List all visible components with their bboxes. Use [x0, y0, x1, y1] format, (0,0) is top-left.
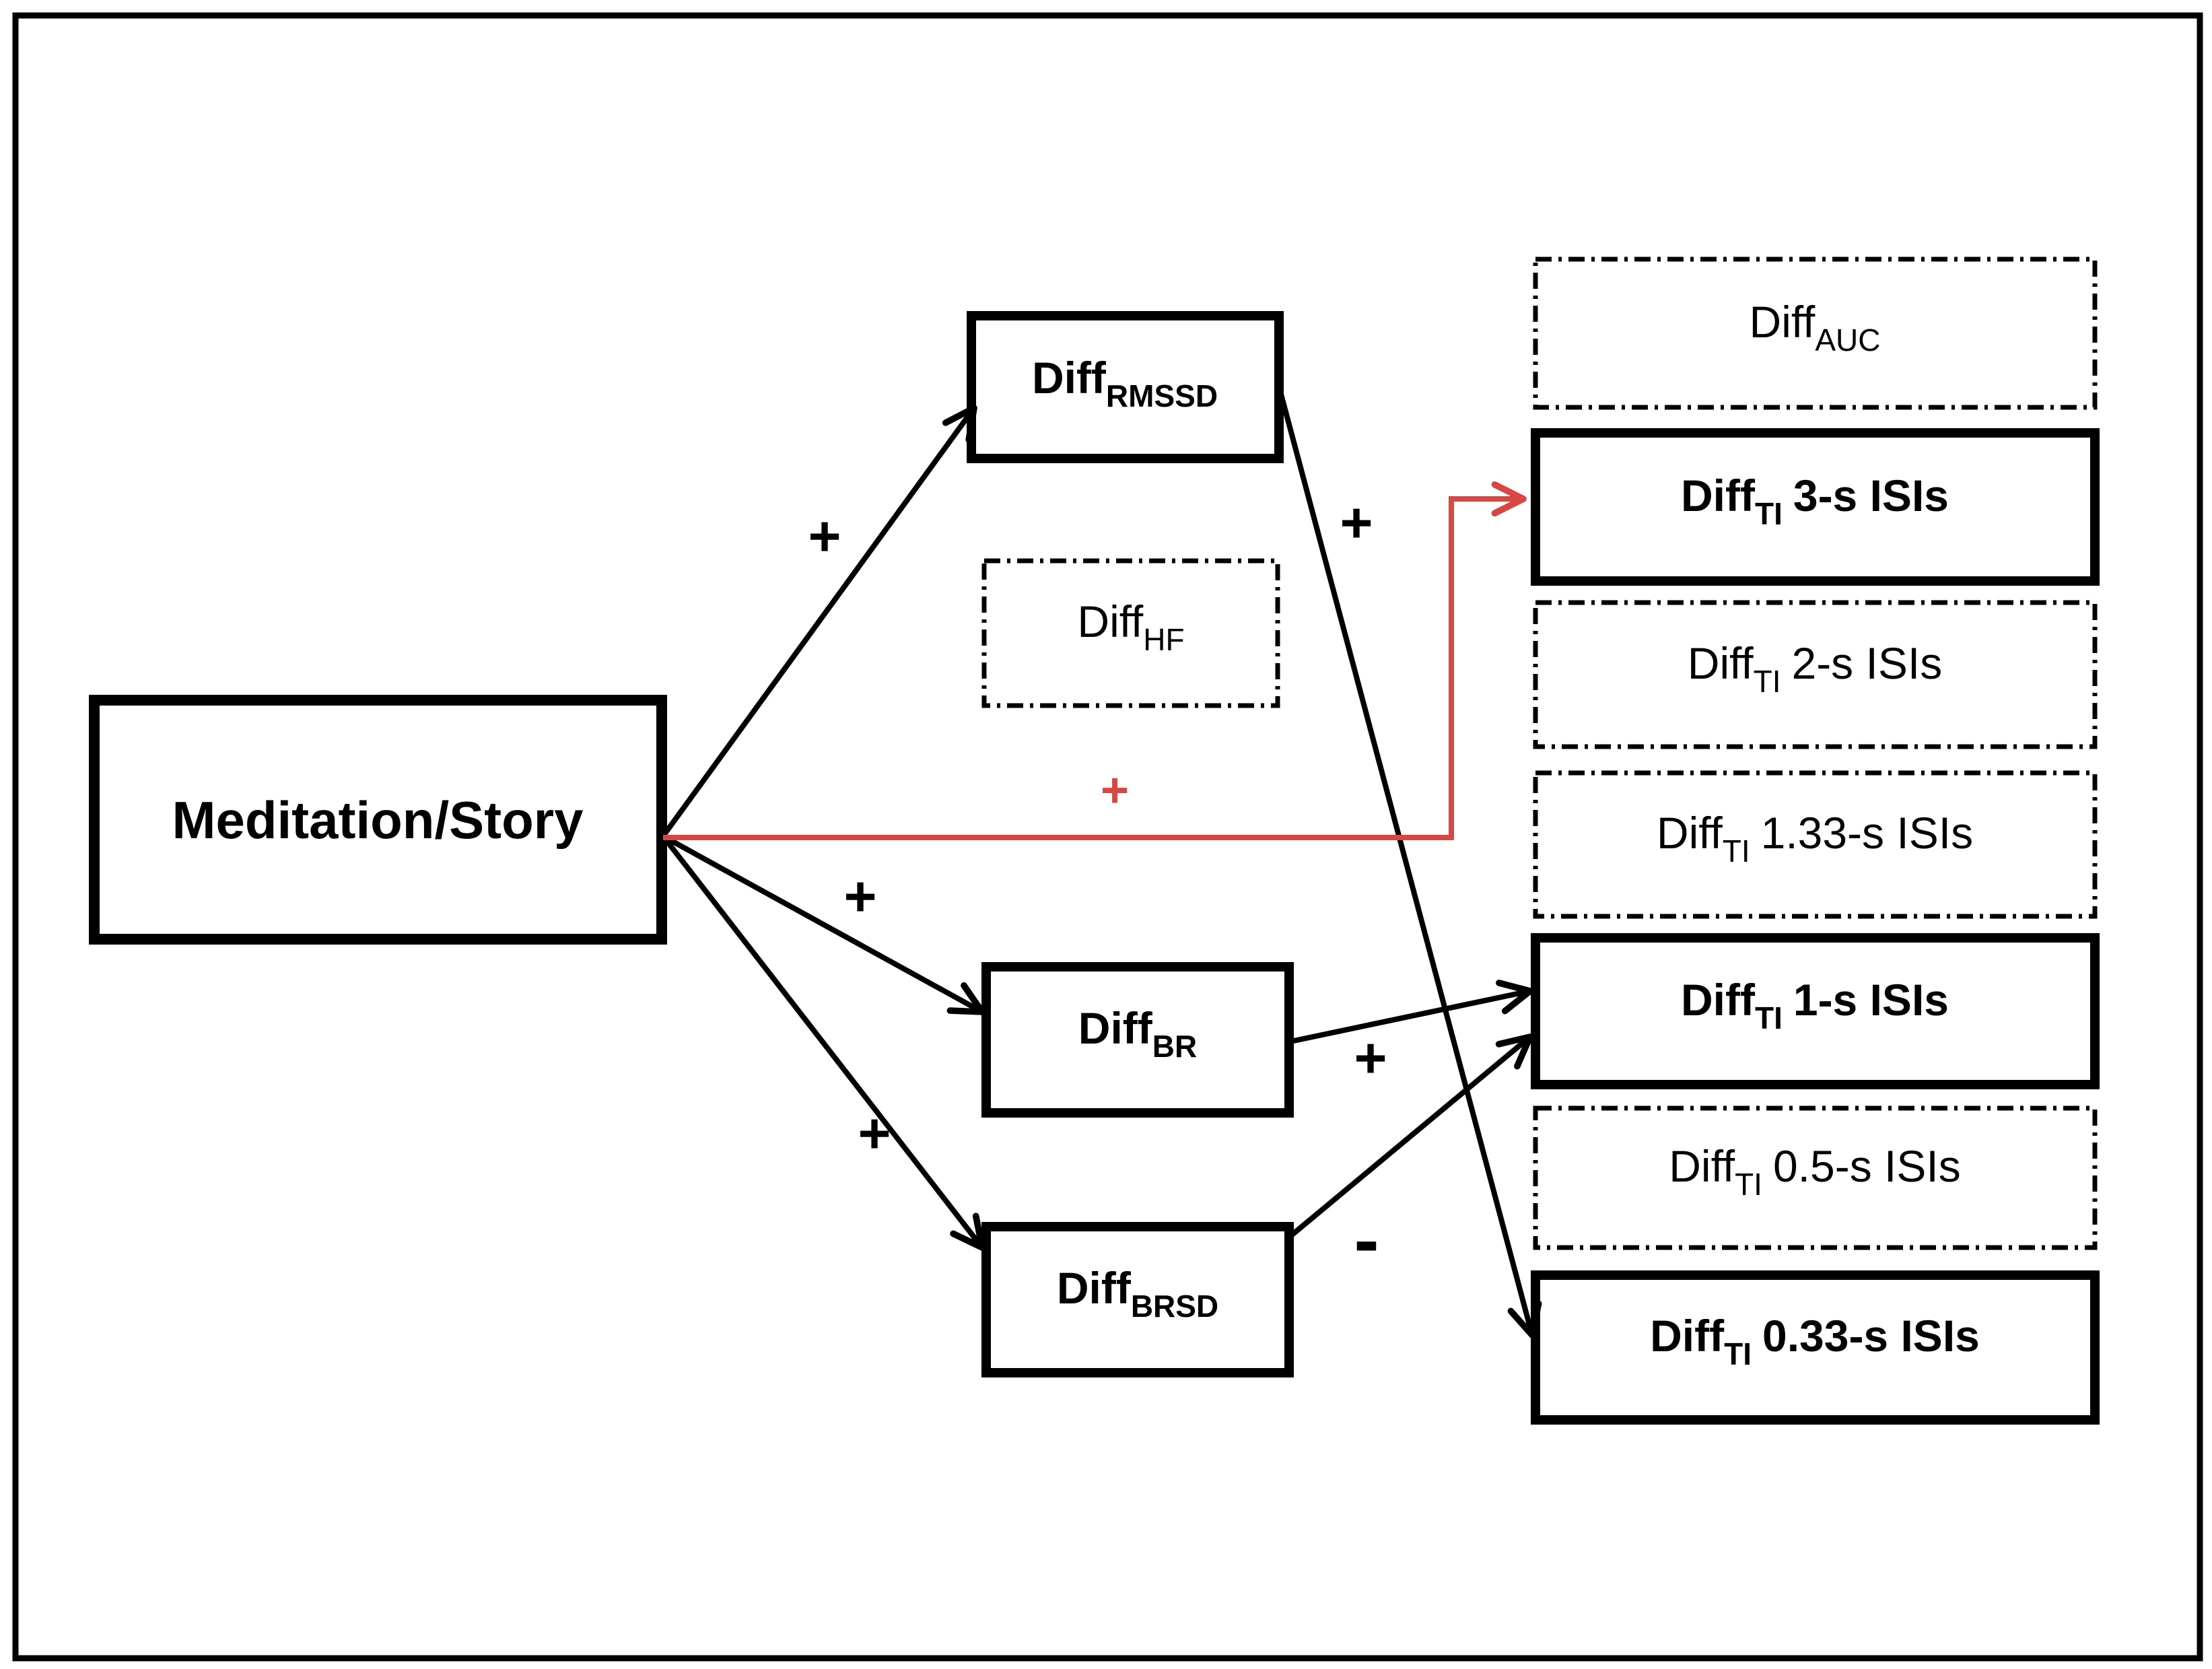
node-brsd-sub: BRSD — [1131, 1289, 1218, 1324]
node-ti05-sub: TI — [1735, 1167, 1762, 1202]
node-ti3-label: DiffTI 3-s ISIs — [1681, 471, 1949, 531]
node-ti3-sub: TI — [1755, 496, 1783, 531]
node-hf-box — [981, 558, 1280, 708]
node-ti3-suffix: 3-s ISIs — [1793, 471, 1949, 520]
node-brsd-box — [981, 1222, 1294, 1377]
edge-med-to-brsd — [660, 834, 986, 1251]
node-ti133-box — [1533, 770, 2098, 919]
edge-med-to-br — [662, 833, 986, 1015]
node-hf-main: Diff — [1077, 597, 1143, 646]
node-brsd-main: Diff — [1057, 1263, 1132, 1313]
node-ti3-box — [1531, 428, 2100, 586]
edge-brsd-to-ti1 — [1288, 1033, 1533, 1239]
node-ti05-box — [1533, 1105, 2098, 1250]
node-ti05-main: Diff — [1669, 1141, 1735, 1191]
edge-label-med-ti3: + — [1101, 763, 1129, 817]
node-rmssd-box — [967, 311, 1284, 463]
edge-rmssd-to-ti033 — [1277, 388, 1542, 1338]
node-br-box — [981, 962, 1294, 1118]
node-br-sub: BR — [1152, 1029, 1197, 1064]
edge-br-to-ti1 — [1290, 980, 1533, 1044]
node-ti1-box — [1531, 933, 2100, 1089]
outer-frame — [12, 12, 2203, 1662]
edge-med-to-rmssd — [660, 405, 977, 838]
node-meditation-box — [89, 695, 667, 945]
edge-label-brsd-ti1: - — [1354, 1198, 1379, 1282]
node-hf-label: DiffHF — [1077, 597, 1184, 657]
node-ti2-sub: TI — [1754, 664, 1781, 699]
node-ti133-sub: TI — [1723, 833, 1750, 868]
node-ti133-label: DiffTI 1.33-s ISIs — [1657, 808, 1973, 868]
edge-label-med-brsd: + — [858, 1101, 891, 1165]
node-ti1-label: DiffTI 1-s ISIs — [1681, 975, 1949, 1035]
node-ti05-label: DiffTI 0.5-s ISIs — [1669, 1141, 1960, 1202]
node-br-main: Diff — [1078, 1003, 1153, 1053]
edge-label-med-rmssd: + — [808, 504, 841, 568]
node-ti2-suffix: 2-s ISIs — [1791, 638, 1942, 688]
edge-label-br-ti1: + — [1354, 1026, 1387, 1089]
node-meditation-label: Meditation/Story — [172, 790, 583, 850]
node-ti033-suffix: 0.33-s ISIs — [1762, 1311, 1980, 1361]
node-auc-label: DiffAUC — [1750, 297, 1881, 357]
node-br-label: DiffBR — [1078, 1003, 1197, 1064]
edge-med-to-ti3-red — [663, 481, 1527, 840]
node-ti2-label: DiffTI 2-s ISIs — [1688, 638, 1942, 699]
node-auc-sub: AUC — [1815, 322, 1880, 357]
node-ti033-label: DiffTI 0.33-s ISIs — [1650, 1311, 1980, 1371]
node-ti1-main: Diff — [1681, 975, 1756, 1025]
node-ti133-suffix: 1.33-s ISIs — [1761, 808, 1973, 858]
node-ti033-main: Diff — [1650, 1311, 1725, 1361]
node-auc-main: Diff — [1750, 297, 1816, 347]
edge-label-med-br: + — [843, 864, 876, 928]
node-rmssd-sub: RMSSD — [1106, 378, 1218, 413]
node-ti2-box — [1533, 600, 2098, 749]
node-ti2-main: Diff — [1688, 638, 1754, 688]
node-hf-sub: HF — [1143, 622, 1184, 657]
node-rmssd-main: Diff — [1032, 353, 1107, 403]
node-ti133-main: Diff — [1657, 808, 1723, 858]
node-ti033-box — [1531, 1270, 2100, 1425]
node-auc-box — [1533, 257, 2098, 410]
node-ti1-suffix: 1-s ISIs — [1793, 975, 1949, 1025]
edge-label-rmssd-ti033: + — [1340, 491, 1373, 554]
node-ti1-sub: TI — [1755, 1000, 1783, 1035]
node-ti05-suffix: 0.5-s ISIs — [1773, 1141, 1961, 1191]
node-ti033-sub: TI — [1724, 1336, 1752, 1371]
node-brsd-label: DiffBRSD — [1057, 1263, 1218, 1324]
node-ti3-main: Diff — [1681, 471, 1756, 520]
node-rmssd-label: DiffRMSSD — [1032, 353, 1218, 413]
